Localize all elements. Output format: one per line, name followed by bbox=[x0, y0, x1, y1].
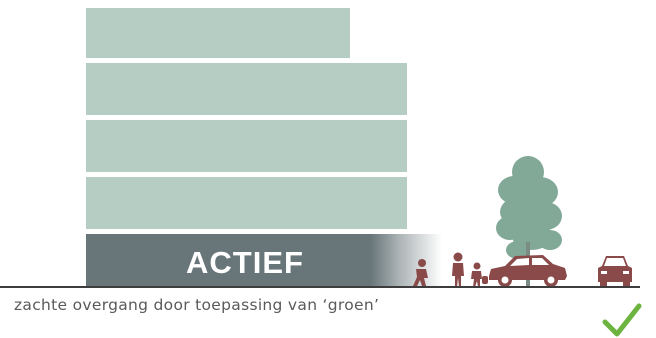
building-floor bbox=[86, 63, 407, 115]
building-floor-top bbox=[86, 8, 350, 58]
street-line bbox=[0, 286, 640, 288]
car-icon bbox=[489, 255, 567, 287]
check-icon bbox=[602, 303, 642, 337]
building-floor bbox=[86, 120, 407, 172]
active-ground-floor bbox=[86, 234, 442, 286]
tree-icon bbox=[496, 156, 562, 286]
pedestrian-icon bbox=[471, 262, 488, 287]
ground-floor-label: ACTIEF bbox=[186, 245, 304, 280]
caption: zachte overgang door toepassing van ‘gro… bbox=[14, 296, 380, 314]
car-icon bbox=[598, 256, 632, 287]
pedestrian-icon bbox=[452, 252, 464, 287]
building-floor bbox=[86, 177, 407, 229]
pedestrian-icon bbox=[413, 259, 428, 286]
